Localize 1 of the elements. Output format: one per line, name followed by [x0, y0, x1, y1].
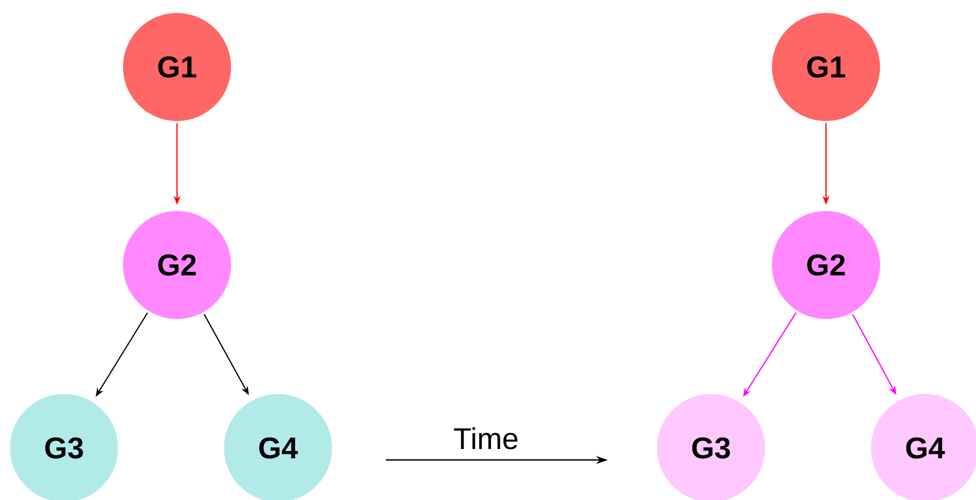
axis-label: Time: [454, 427, 518, 450]
